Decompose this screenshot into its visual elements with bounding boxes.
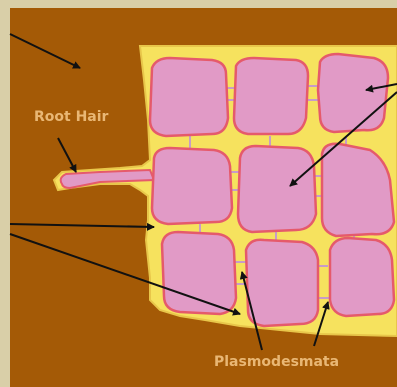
cell-r1-c3: [318, 54, 388, 132]
cell-r3-c2: [246, 240, 318, 326]
cell-r3-c1: [162, 232, 236, 314]
cell-r2-c2: [238, 146, 316, 232]
cell-r3-c3: [330, 238, 394, 316]
cell-r2-c1: [152, 148, 232, 224]
plasmodesmata-label: Plasmodesmata: [214, 354, 339, 370]
cell-r1-c2: [234, 58, 308, 134]
root-hair-label: Root Hair: [34, 109, 109, 125]
cell-r1-c1: [150, 58, 228, 136]
